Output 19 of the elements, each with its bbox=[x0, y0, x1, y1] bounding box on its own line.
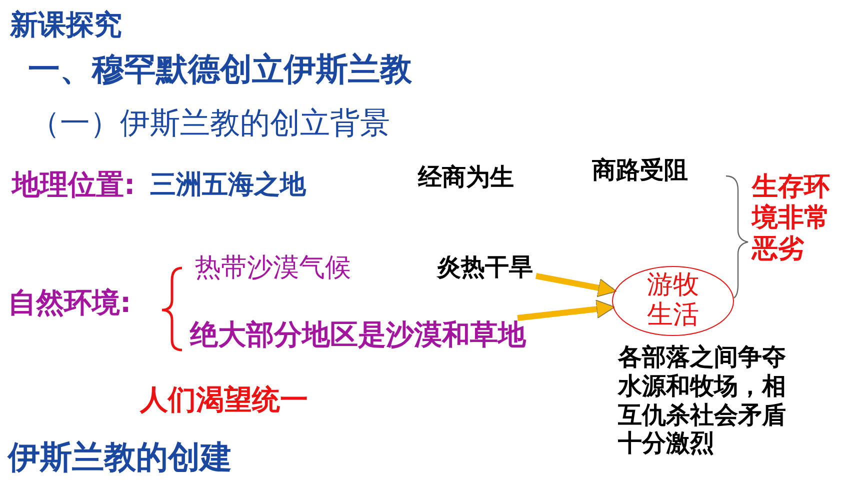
subheading: （一）伊斯兰教的创立背景 bbox=[30, 106, 390, 142]
ellipse-node bbox=[612, 266, 734, 336]
conclusion-text: 生存环境非常恶劣 bbox=[752, 172, 831, 266]
note-text: 各部落之间争夺水源和牧场，相互仇杀社会矛盾十分激烈 bbox=[618, 343, 787, 458]
fact-text: 经商为生 bbox=[418, 163, 514, 192]
fact-text: 三洲五海之地 bbox=[150, 170, 306, 202]
arrow bbox=[517, 300, 616, 321]
section-heading: 伊斯兰教的创建 bbox=[8, 438, 232, 476]
node-text: 游牧生活 bbox=[646, 271, 700, 331]
fact-text: 热带沙漠气候 bbox=[195, 253, 351, 284]
lesson-heading: 一、穆罕默德创立伊斯兰教 bbox=[28, 50, 412, 88]
category-label: 自然环境: bbox=[8, 286, 132, 320]
fact-text: 绝大部分地区是沙漠和草地 bbox=[190, 318, 526, 352]
conclusion-text: 人们渴望统一 bbox=[140, 383, 308, 417]
fact-text: 炎热干旱 bbox=[437, 253, 533, 282]
arrow bbox=[535, 273, 617, 298]
fact-text: 商路受阻 bbox=[592, 156, 688, 185]
section-heading: 新课探究 bbox=[10, 8, 122, 42]
category-label: 地理位置: bbox=[12, 168, 136, 202]
